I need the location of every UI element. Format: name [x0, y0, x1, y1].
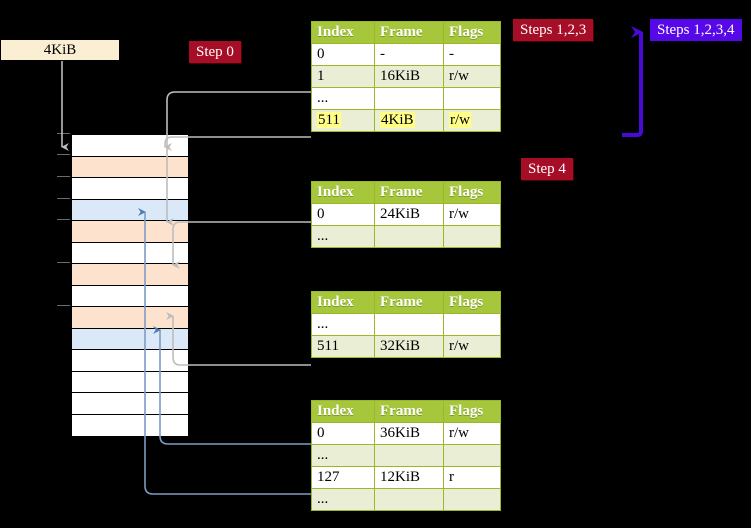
- cell-index: ...: [311, 444, 375, 467]
- column-header-frame: Frame: [374, 181, 444, 204]
- memory-frame-row: [72, 264, 188, 286]
- memory-frame-row: [72, 178, 188, 200]
- cell-frame: [374, 87, 444, 110]
- highlighted-value: r/w: [449, 112, 471, 128]
- memory-tick: [57, 219, 70, 220]
- cell-flags: r: [443, 466, 501, 489]
- memory-frame-row: [72, 221, 188, 243]
- memory-frame-row: [72, 350, 188, 372]
- memory-tick: [57, 305, 70, 306]
- cell-flags: r/w: [443, 422, 501, 445]
- cell-frame: -: [374, 43, 444, 66]
- cell-frame: 24KiB: [374, 203, 444, 226]
- table-row: ...: [311, 488, 501, 511]
- memory-frame-row: [72, 371, 188, 393]
- cell-frame: 16KiB: [374, 65, 444, 88]
- cell-flags: [443, 444, 501, 467]
- memory-frame-row: [72, 393, 188, 415]
- cell-index: 511: [311, 109, 375, 132]
- column-header-flags: Flags: [443, 400, 501, 423]
- cell-flags: [443, 488, 501, 511]
- cell-index: 0: [311, 43, 375, 66]
- column-header-index: Index: [311, 400, 375, 423]
- memory-frame-row: [72, 328, 188, 350]
- highlighted-value: 4KiB: [380, 112, 415, 128]
- column-header-index: Index: [311, 291, 375, 314]
- physical-memory-column: [70, 133, 190, 436]
- cell-index: 511: [311, 335, 375, 358]
- cell-flags: -: [443, 43, 501, 66]
- cell-frame: 36KiB: [374, 422, 444, 445]
- column-header-flags: Flags: [443, 181, 501, 204]
- table-row: 0--: [311, 43, 501, 66]
- badge-step-0: Step 0: [189, 41, 241, 63]
- memory-tick: [57, 154, 70, 155]
- cell-index: ...: [311, 87, 375, 110]
- cell-index: 1: [311, 65, 375, 88]
- column-header-index: Index: [311, 181, 375, 204]
- size-box-4kib: 4KiB: [0, 39, 120, 61]
- memory-tick: [57, 262, 70, 263]
- table-row: ...: [311, 313, 501, 336]
- cell-frame: [374, 313, 444, 336]
- cell-flags: r/w: [443, 335, 501, 358]
- cell-frame: 32KiB: [374, 335, 444, 358]
- cell-frame: [374, 444, 444, 467]
- memory-frame-row: [72, 414, 188, 436]
- memory-tick: [57, 176, 70, 177]
- highlighted-value: 511: [317, 112, 341, 128]
- table-row: ...: [311, 444, 501, 467]
- cell-flags: r/w: [443, 65, 501, 88]
- memory-tick: [57, 133, 70, 134]
- cell-index: ...: [311, 225, 375, 248]
- cell-flags: [443, 225, 501, 248]
- cell-index: 0: [311, 422, 375, 445]
- column-header-flags: Flags: [443, 291, 501, 314]
- column-header-frame: Frame: [374, 291, 444, 314]
- cell-frame: [374, 225, 444, 248]
- table-row: ...: [311, 225, 501, 248]
- table-row: ...: [311, 87, 501, 110]
- cell-flags: [443, 87, 501, 110]
- cell-index: ...: [311, 488, 375, 511]
- cell-index: ...: [311, 313, 375, 336]
- cell-frame: 4KiB: [374, 109, 444, 132]
- badge-step-4: Step 4: [521, 158, 573, 180]
- memory-frame-row: [72, 285, 188, 307]
- column-header-index: Index: [311, 21, 375, 44]
- memory-frame-row: [72, 199, 188, 221]
- cell-flags: r/w: [443, 203, 501, 226]
- cell-frame: [374, 488, 444, 511]
- cell-flags: r/w: [443, 109, 501, 132]
- badge-steps-1234: Steps 1,2,3,4: [650, 19, 742, 41]
- memory-frame-row: [72, 242, 188, 264]
- table-row: 511 4KiB r/w: [311, 109, 501, 132]
- memory-tick: [57, 198, 70, 199]
- column-header-flags: Flags: [443, 21, 501, 44]
- column-header-frame: Frame: [374, 400, 444, 423]
- memory-frame-row: [72, 135, 188, 157]
- memory-frame-row: [72, 156, 188, 178]
- cell-flags: [443, 313, 501, 336]
- memory-frame-row: [72, 307, 188, 329]
- cell-index: 0: [311, 203, 375, 226]
- badge-steps-123: Steps 1,2,3: [513, 19, 594, 41]
- cell-index: 127: [311, 466, 375, 489]
- cell-frame: 12KiB: [374, 466, 444, 489]
- column-header-frame: Frame: [374, 21, 444, 44]
